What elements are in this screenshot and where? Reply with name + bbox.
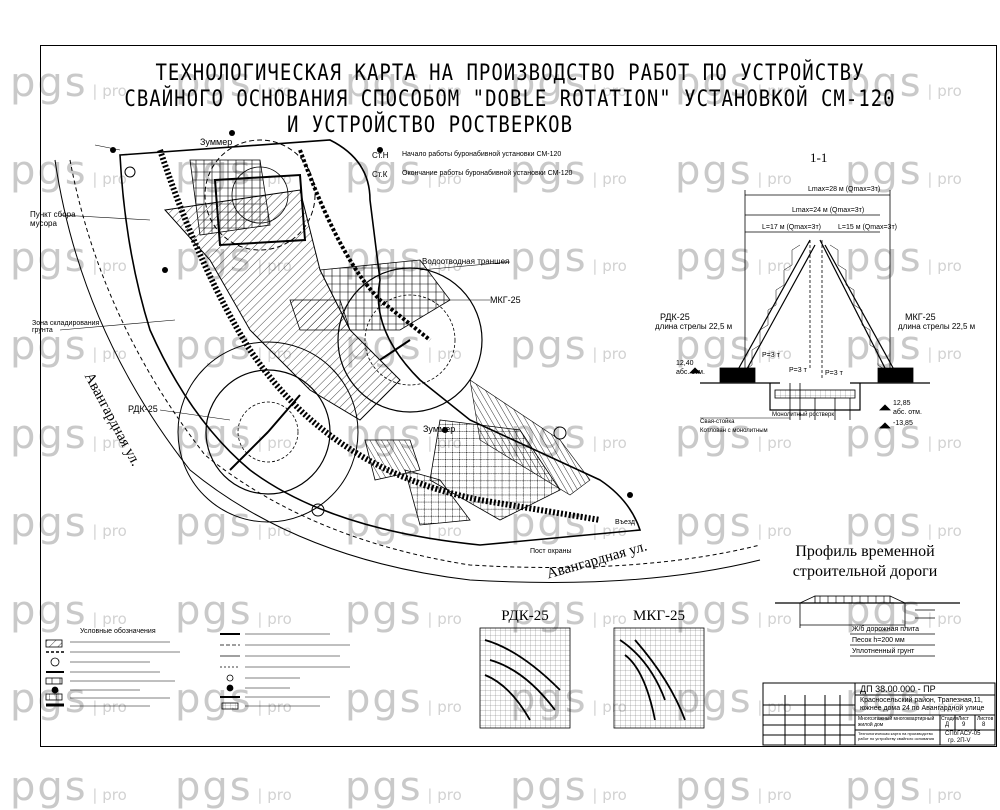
- end-marker-label: Ст.К: [372, 170, 388, 179]
- buzzer-label-mid: Зуммер: [423, 424, 456, 434]
- section-dim-right: L=15 м (Qmax=3т): [838, 224, 897, 231]
- section-level-r2: -13,85: [893, 420, 913, 427]
- section-pile-note: Свая-стойка: [700, 419, 735, 425]
- end-marker-text: Окончание работы буронабивной установки …: [402, 170, 573, 177]
- crane-rdk-plan-label: РДК-25: [128, 404, 158, 414]
- section-load-2: P=3 т: [789, 367, 807, 374]
- road-layer-3: Уплотненный грунт: [852, 648, 915, 655]
- waste-point-label: Пункт сбора мусора: [30, 210, 76, 228]
- section-level-sub: абс. отм.: [893, 409, 922, 416]
- section-right-crane: МКГ-25: [905, 312, 936, 322]
- road-profile-title-1: Профиль временной: [795, 543, 935, 560]
- section-level-left: 12,40: [676, 360, 694, 367]
- title-line-2: СВАЙНОГО ОСНОВАНИЯ СПОСОБОМ "DOBLE ROTAT…: [124, 86, 896, 112]
- section-foundation-note: Монолитный ростверк: [772, 412, 835, 418]
- stamp-sheet-label-2: Лист: [958, 716, 969, 722]
- stamp-address-1: Красносельский район, Трапезная,11,: [860, 697, 983, 704]
- entry-label: Въезд: [615, 519, 635, 526]
- stamp-org-1: СПбГАСУ-05: [945, 731, 981, 737]
- road-layer-2: Песок h=200 мм: [852, 637, 905, 644]
- chart-rdk-title: РДК-25: [501, 608, 549, 624]
- legend-title: Условные обозначения: [80, 628, 156, 635]
- stockpile-label: Зона складирования грунта: [32, 320, 100, 334]
- section-left-boom: длина стрелы 22,5 м: [655, 322, 733, 331]
- stamp-sheet: 9: [962, 722, 966, 728]
- stamp-code: ДП 38.00.000 - ПР: [860, 684, 936, 694]
- drawing-frame: [40, 45, 997, 747]
- title-line-3: И УСТРОЙСТВО РОСТВЕРКОВ: [286, 112, 574, 138]
- chart-mkg-title: МКГ-25: [632, 608, 685, 624]
- section-dim-left: L=17 м (Qmax=3т): [762, 224, 821, 231]
- road-layer-1: Ж/б дорожная плита: [852, 626, 920, 633]
- stamp-sheets: 8: [982, 722, 986, 728]
- guard-post-label: Пост охраны: [530, 548, 572, 555]
- start-marker-label: Ст.Н: [372, 151, 389, 160]
- section-load-1: P=3 т: [762, 352, 780, 359]
- stamp-doc-title: Технологическая карта на производство ра…: [858, 731, 935, 741]
- section-level-r1: 12,85: [893, 400, 911, 407]
- stamp-address-2: южнее дома 24 по Авангардной улице: [860, 705, 985, 712]
- section-dim-total: Lmax=28 м (Qmax=3т): [808, 186, 881, 193]
- stamp-sheet-label: Стадия: [941, 716, 959, 722]
- drainage-label: Водоотводная траншея: [422, 257, 510, 266]
- stamp-sheet-label-3: Листов: [977, 716, 994, 722]
- section-title: 1-1: [810, 150, 828, 165]
- section-right-boom: длина стрелы 22,5 м: [898, 322, 976, 331]
- section-left-crane: РДК-25: [660, 312, 690, 322]
- stamp-org-2: гр. 2П-V: [948, 738, 971, 744]
- section-level-left-sub: абс. отм.: [676, 369, 705, 376]
- section-pile-note-2: Котлован с монолитным: [700, 428, 768, 434]
- start-marker-text: Начало работы буронабивной установки СМ-…: [402, 151, 562, 158]
- stamp-building: Многоэтажный многоквартирный жилой дом: [858, 716, 935, 728]
- section-load-3: P=3 т: [825, 370, 843, 377]
- road-profile-title-2: строительной дороги: [792, 563, 938, 580]
- title-line-1: ТЕХНОЛОГИЧЕСКАЯ КАРТА НА ПРОИЗВОДСТВО РА…: [155, 60, 865, 86]
- buzzer-label-top: Зуммер: [200, 137, 233, 147]
- section-dim-mid: Lmax=24 м (Qmax=3т): [792, 207, 865, 214]
- crane-mkg-plan-label: МКГ-25: [490, 295, 521, 305]
- stamp-stage: Д: [945, 722, 950, 728]
